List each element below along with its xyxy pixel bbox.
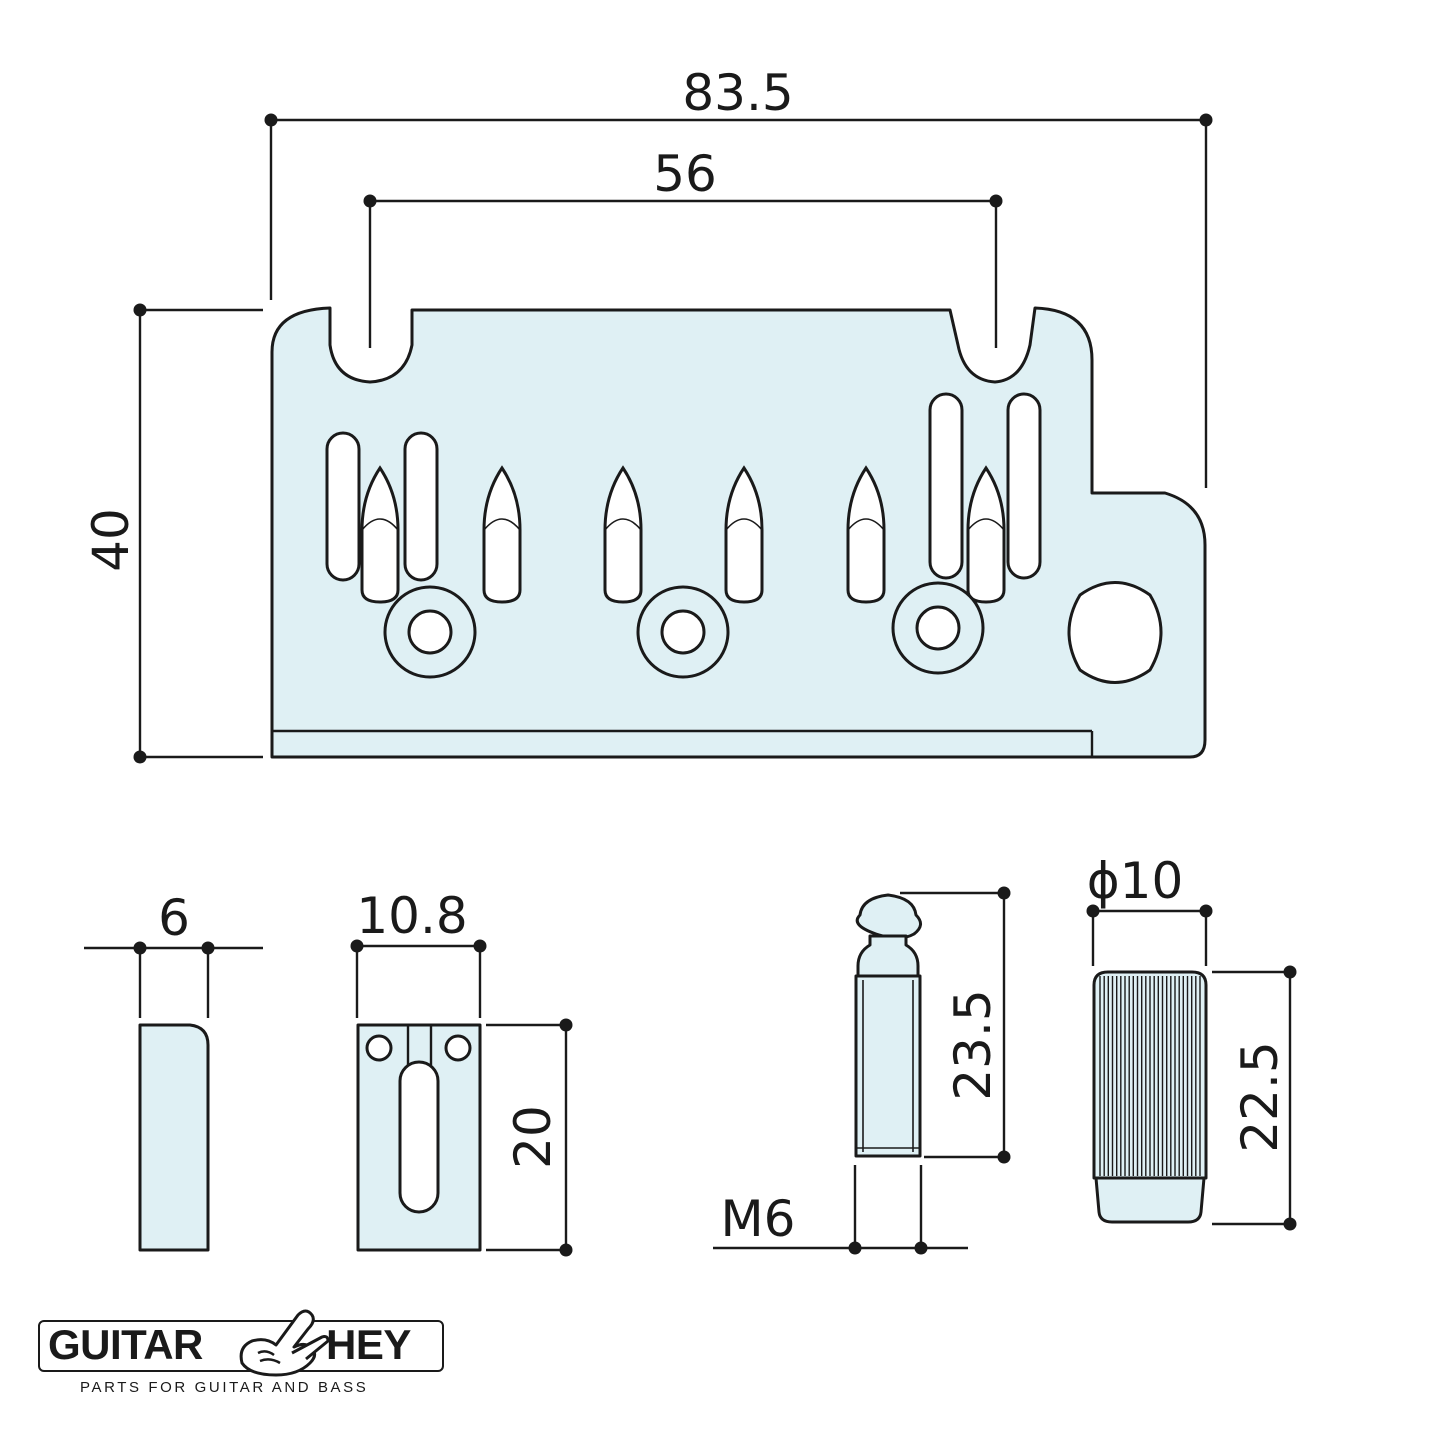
bridge-baseplate — [270, 306, 1207, 759]
plate-slot — [928, 392, 964, 580]
mounting-hole — [891, 581, 985, 675]
plate-slot — [1006, 392, 1042, 580]
dimension-overall-width: 83.5 — [264, 64, 1213, 488]
saddle-side-outline — [138, 1023, 210, 1252]
mounting-hole — [636, 585, 730, 679]
stud-post-head — [855, 893, 922, 940]
dimension-saddle-depth: 20 — [486, 1018, 573, 1257]
dimension-wheel-diameter: ϕ10 — [1086, 852, 1213, 966]
stud-post-neck — [856, 934, 920, 978]
string-hole — [603, 465, 643, 604]
string-hole — [846, 465, 886, 604]
dimension-saddle-width: 6 — [84, 889, 263, 1018]
dimension-plate-depth: 40 — [82, 303, 263, 764]
stud-post — [854, 893, 922, 1158]
rock-hand-icon — [239, 1309, 330, 1377]
dimension-label: 40 — [82, 508, 140, 572]
saddle-slot — [398, 1060, 440, 1214]
dimension-label: 56 — [653, 145, 717, 203]
dimension-saddle-length: 10.8 — [350, 887, 487, 1018]
saddle-top-view — [356, 1023, 482, 1252]
thumb-wheel-collar — [1094, 1176, 1206, 1224]
string-hole — [724, 465, 764, 604]
post-d-hole — [1067, 581, 1163, 684]
plate-slot — [403, 431, 439, 582]
string-hole — [360, 465, 400, 604]
logo-tagline: PARTS FOR GUITAR AND BASS — [80, 1379, 369, 1396]
plate-slot — [325, 431, 361, 582]
dimension-wheel-height: 22.5 — [1212, 965, 1297, 1231]
dimension-label: 10.8 — [356, 887, 467, 945]
saddle-side-view — [138, 1023, 210, 1252]
dimension-post-length: 23.5 — [900, 886, 1011, 1164]
dimension-label: ϕ10 — [1087, 852, 1184, 910]
dimension-post-spacing: 56 — [363, 145, 1003, 348]
string-hole — [482, 465, 522, 604]
dimension-label: 22.5 — [1231, 1041, 1289, 1152]
stud-post-shaft — [854, 974, 922, 1158]
dimension-label: 20 — [504, 1105, 562, 1169]
thumb-wheel-knurling — [1099, 976, 1201, 1176]
string-hole — [966, 465, 1006, 604]
dimension-label: 23.5 — [944, 989, 1002, 1100]
saddle-screw-hole — [365, 1034, 393, 1062]
dimension-label: 83.5 — [682, 64, 793, 122]
guitarhey-logo: GUITAR HEY PARTS FOR GUITAR AND BASS — [38, 1303, 448, 1403]
thumb-wheel — [1092, 970, 1208, 1224]
dimension-label: M6 — [721, 1190, 796, 1248]
logo-brand-left: GUITAR — [48, 1321, 203, 1368]
saddle-screw-hole — [444, 1034, 472, 1062]
logo-brand-right: HEY — [326, 1321, 411, 1368]
dimension-post-thread: M6 — [713, 1165, 968, 1255]
dimension-label: 6 — [158, 889, 190, 947]
mounting-hole — [383, 585, 477, 679]
